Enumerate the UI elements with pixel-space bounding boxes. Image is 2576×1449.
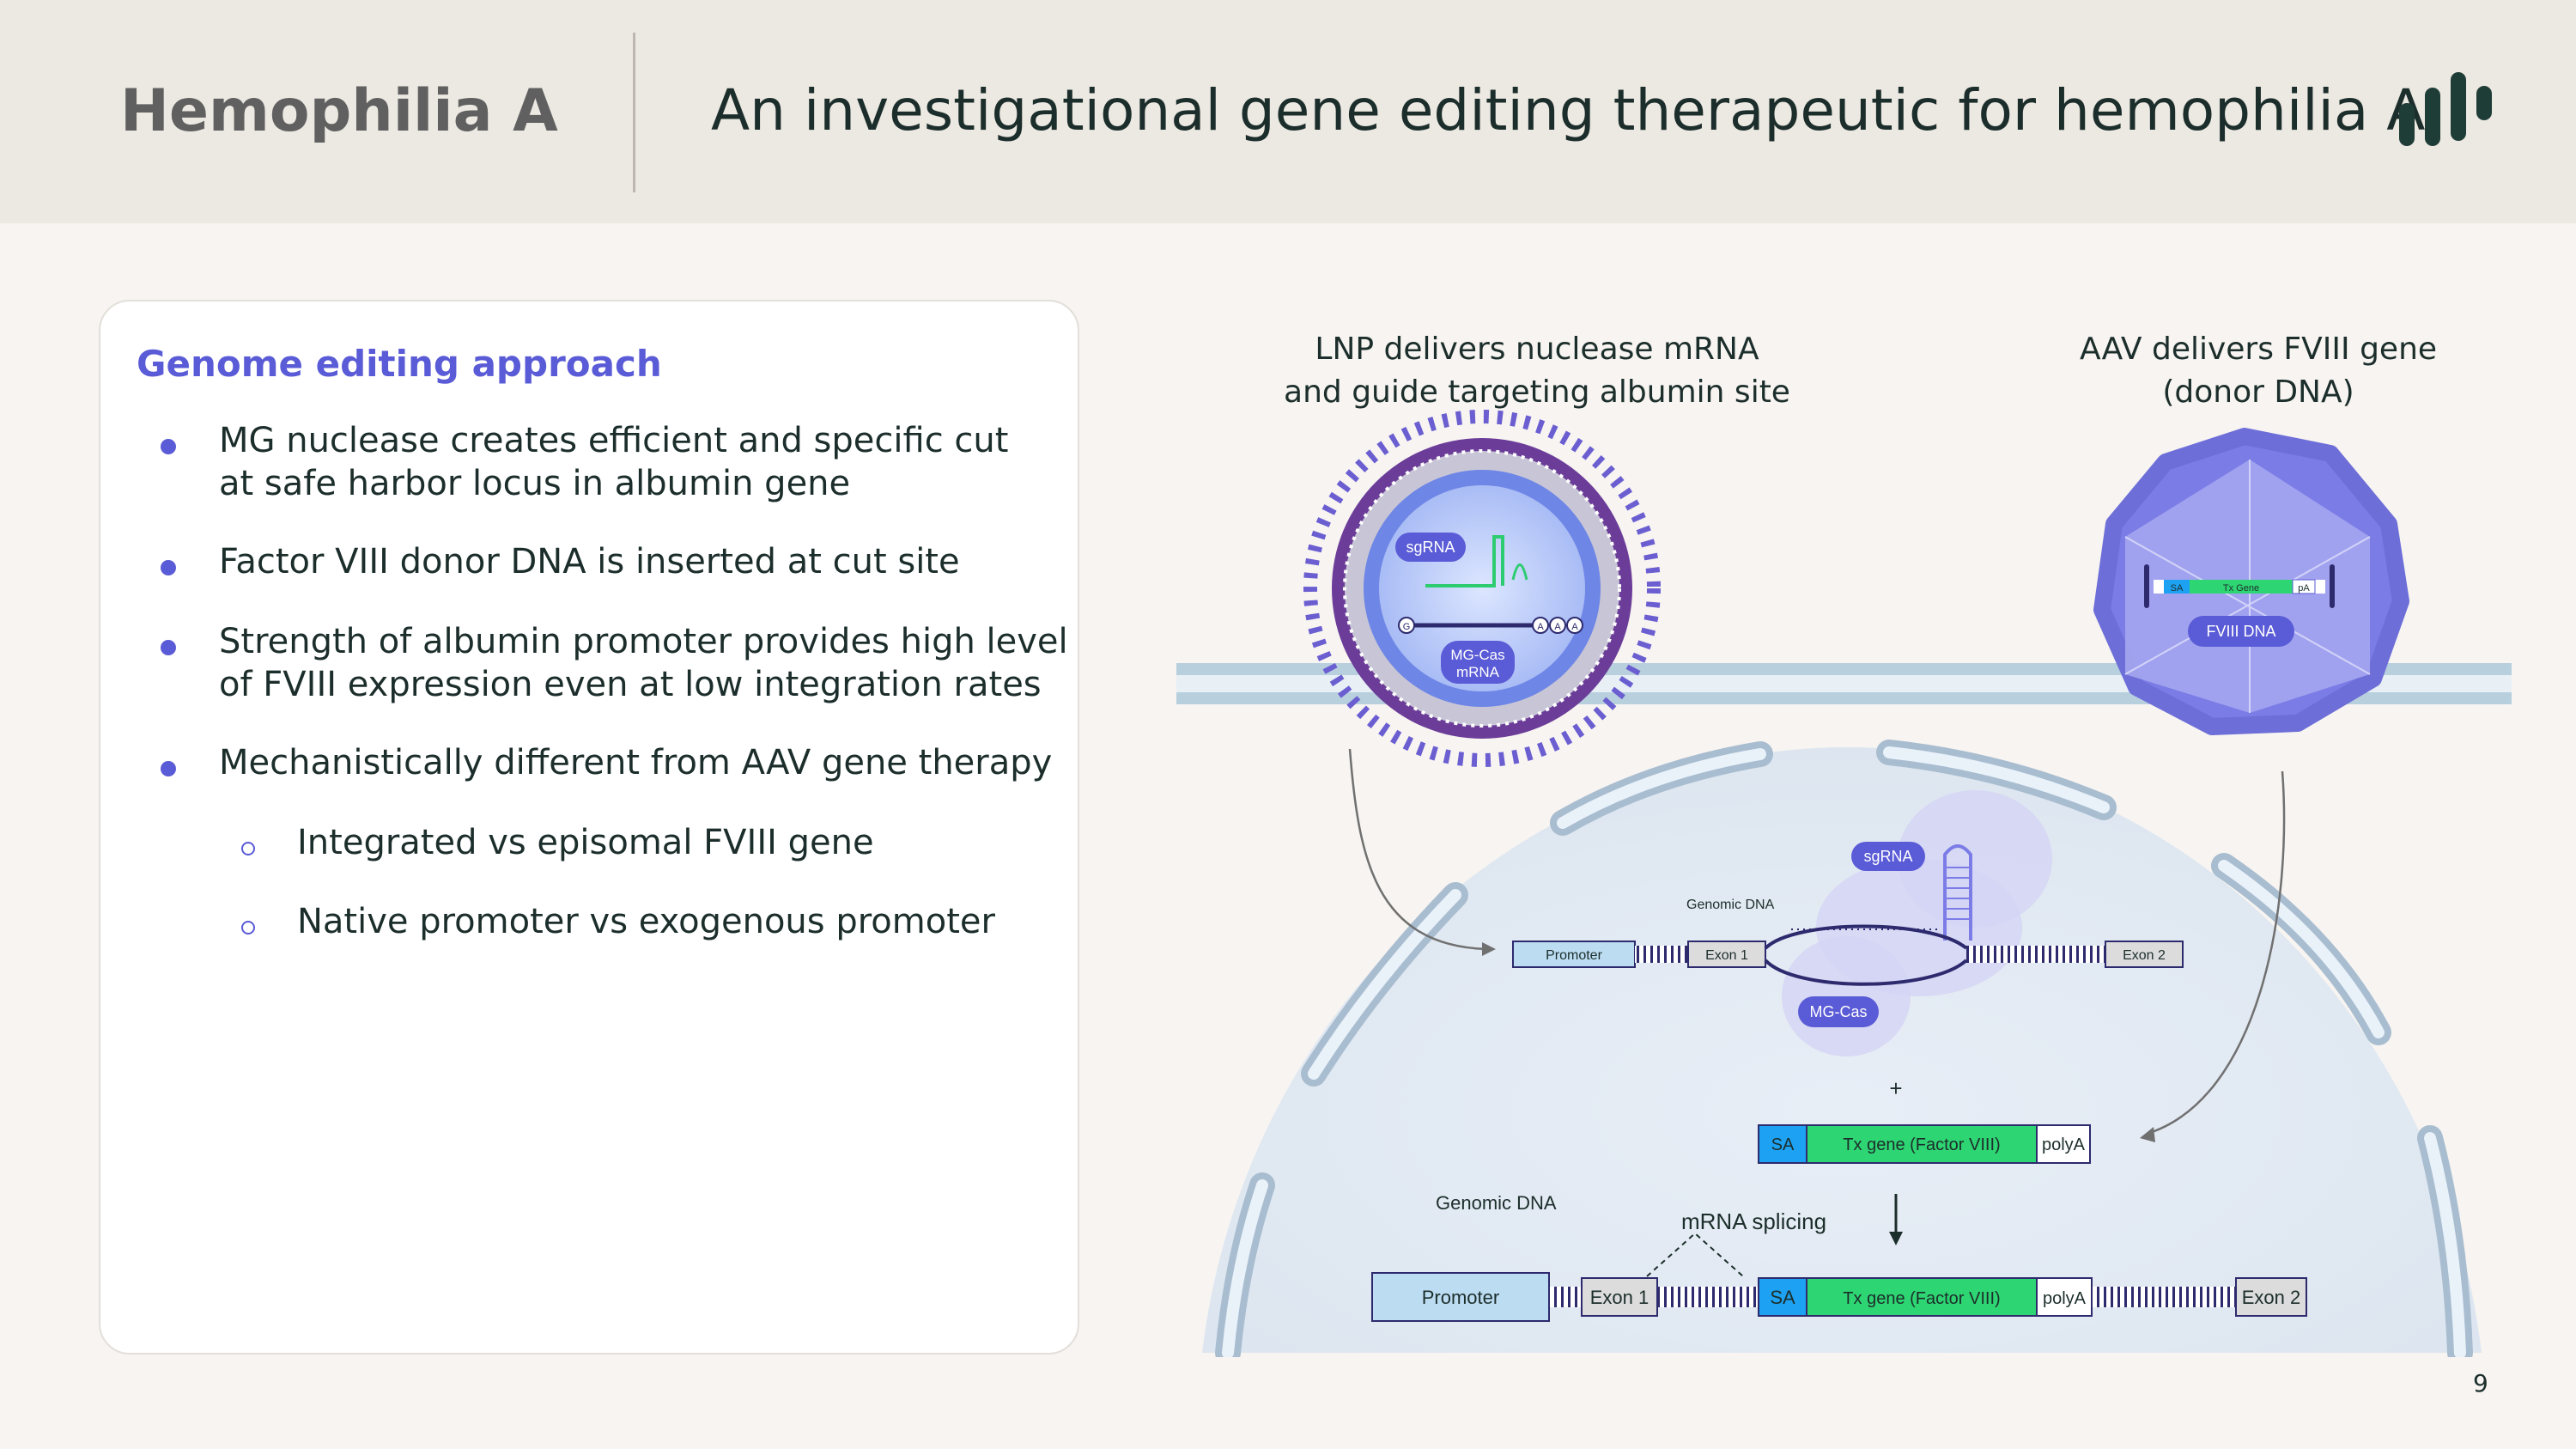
company-logo-icon	[2399, 72, 2492, 146]
aav-pa-label: pA	[2298, 583, 2310, 594]
aav-sa-label: SA	[2171, 583, 2184, 594]
aav-txgene-label: Tx Gene	[2223, 583, 2259, 594]
result-exon1-label: Exon 1	[1590, 1287, 1649, 1308]
sub-bullet-item: Native promoter vs exogenous promoter	[297, 902, 995, 941]
bullet-dot	[161, 439, 176, 454]
editing-mgcas-label: MG-Cas	[1810, 1003, 1868, 1020]
bullet-line: Factor VIII donor DNA is inserted at cut…	[219, 542, 960, 581]
lnp-caption: LNP delivers nuclease mRNA and guide tar…	[1228, 328, 1846, 414]
bullet-line: Mechanistically different from AAV gene …	[219, 743, 1053, 782]
sub-bullet-dot	[241, 842, 255, 855]
plus-sign: +	[1889, 1075, 1902, 1101]
diagram-svg: sgRNA G A A A MG-Cas mRNA	[1176, 410, 2512, 1357]
sub-bullet-dot	[241, 921, 255, 935]
bullet-line: at safe harbor locus in albumin gene	[219, 464, 851, 503]
sub-bullet-item: Integrated vs episomal FVIII gene	[297, 823, 874, 862]
result-txgene-label: Tx gene (Factor VIII)	[1843, 1289, 2000, 1308]
result-exon2-label: Exon 2	[2242, 1287, 2301, 1308]
page-number: 9	[2473, 1369, 2488, 1397]
aav-caption-line: (donor DNA)	[2162, 374, 2354, 410]
lnp-polya-label: A	[1554, 622, 1561, 632]
bullet-item: MG nuclease creates efficient and specif…	[219, 419, 1008, 505]
bullet-line: of FVIII expression even at low integrat…	[219, 665, 1042, 704]
lnp-caption-line: LNP delivers nuclease mRNA	[1315, 332, 1759, 367]
lnp-polya-label: A	[1537, 622, 1544, 632]
bullet-line: MG nuclease creates efficient and specif…	[219, 421, 1009, 460]
lnp-caption-line: and guide targeting albumin site	[1284, 374, 1790, 410]
editing-exon2-label: Exon 2	[2123, 948, 2166, 963]
editing-exon1-label: Exon 1	[1705, 948, 1748, 963]
aav-particle: SA Tx Gene pA FVIII DNA	[2093, 428, 2409, 735]
integrated-result: Genomic DNA mRNA splicing Promoter Exon …	[1371, 1192, 2307, 1322]
card-heading: Genome editing approach	[137, 343, 662, 385]
header-bar: Hemophilia A An investigational gene edi…	[0, 0, 2576, 223]
lnp-sgrna-label: sgRNA	[1406, 539, 1455, 556]
donor-sa-label: SA	[1771, 1135, 1795, 1154]
donor-polya-label: polyA	[2042, 1135, 2086, 1154]
aav-fviii-dna-label: FVIII DNA	[2206, 623, 2275, 640]
donor-txgene-label: Tx gene (Factor VIII)	[1843, 1135, 2000, 1154]
aav-caption-line: AAV delivers FVIII gene	[2079, 332, 2438, 367]
aav-arrow	[2146, 770, 2286, 1135]
page-title: An investigational gene editing therapeu…	[711, 77, 2426, 143]
bullet-dot	[161, 640, 176, 655]
lnp-particle: sgRNA G A A A MG-Cas mRNA	[1303, 410, 1661, 767]
bullet-line: Strength of albumin promoter provides hi…	[219, 622, 1068, 661]
lnp-polya-label: A	[1571, 622, 1578, 632]
bullet-item: Strength of albumin promoter provides hi…	[219, 620, 1068, 706]
editing-complex: sgRNA Genomic DNA Promoter Exon 1 Exon 2…	[1512, 790, 2184, 1056]
result-sa-label: SA	[1770, 1287, 1795, 1308]
editing-sgrna-label: sgRNA	[1863, 848, 1912, 865]
bullet-item: Factor VIII donor DNA is inserted at cut…	[219, 540, 960, 583]
donor-construct: SA Tx gene (Factor VIII) polyA	[1758, 1124, 2091, 1164]
header-divider	[633, 33, 635, 192]
section-title: Hemophilia A	[120, 77, 558, 145]
aav-caption: AAV delivers FVIII gene (donor DNA)	[2035, 328, 2482, 414]
lnp-arrow	[1348, 748, 1486, 951]
result-polya-label: polyA	[2043, 1289, 2087, 1308]
editing-genomic-dna-label: Genomic DNA	[1686, 898, 1775, 912]
result-genomic-dna-label: Genomic DNA	[1436, 1192, 1557, 1214]
lnp-mgcas-label: MG-Cas	[1450, 647, 1504, 663]
bullet-dot	[161, 560, 176, 575]
bullet-item: Mechanistically different from AAV gene …	[219, 741, 1052, 784]
lnp-mrna-label: mRNA	[1456, 664, 1500, 680]
editing-promoter-label: Promoter	[1546, 948, 1602, 963]
lnp-cap-label: G	[1403, 622, 1411, 632]
bullet-dot	[161, 761, 176, 776]
result-promoter-label: Promoter	[1422, 1287, 1499, 1308]
mrna-splicing-label: mRNA splicing	[1681, 1209, 1826, 1234]
approach-card: Genome editing approach MG nuclease crea…	[99, 300, 1079, 1355]
gene-editing-diagram: LNP delivers nuclease mRNA and guide tar…	[1176, 309, 2516, 1357]
